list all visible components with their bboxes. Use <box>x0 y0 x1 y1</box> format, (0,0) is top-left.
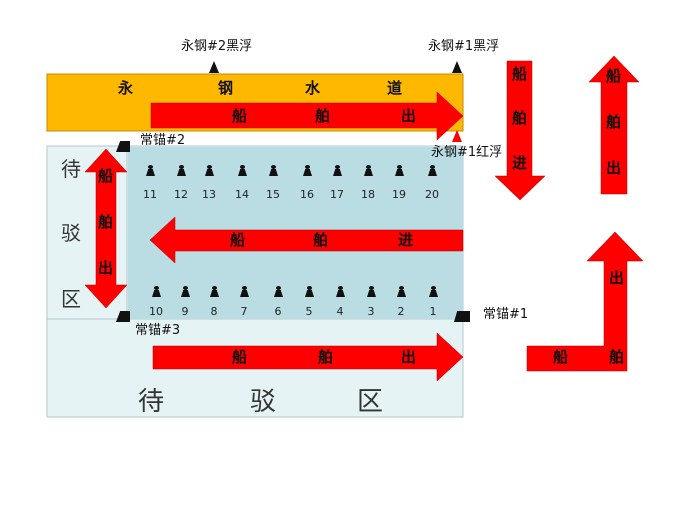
bend-char-2: 舶 <box>609 348 625 366</box>
anchor-2-marker <box>116 141 130 152</box>
top-berth-number: 11 <box>143 188 157 201</box>
mid-in-char-2: 舶 <box>313 231 329 249</box>
bottom-out-char-2: 舶 <box>318 348 334 366</box>
anchor-3-marker <box>116 311 130 322</box>
bollard-icon <box>210 286 219 297</box>
bollard-icon <box>146 165 155 176</box>
arrow-right-down-in <box>494 60 546 201</box>
top-berth-number: 19 <box>392 188 406 201</box>
bollard-icon <box>336 286 345 297</box>
bollard-icon <box>240 286 249 297</box>
bottom-berth-number: 9 <box>181 305 189 318</box>
waiting-zone-char-2: 驳 <box>250 387 277 417</box>
waiting-zone-char-1: 待 <box>138 387 165 417</box>
top-berth-number: 13 <box>202 188 216 201</box>
left-vert-char-1: 船 <box>98 167 114 185</box>
buoy-black1-marker <box>452 61 462 73</box>
bollard-icon <box>177 165 186 176</box>
bollard-icon <box>364 165 373 176</box>
arrow-right-up-out <box>588 55 640 195</box>
bottom-berth-number: 8 <box>210 305 218 318</box>
top-berth-number: 20 <box>425 188 439 201</box>
bottom-berth-number: 10 <box>149 305 163 318</box>
left-vert-char-2: 舶 <box>98 213 114 231</box>
bend-char-1: 船 <box>553 348 569 366</box>
top-berth-number: 17 <box>330 188 344 201</box>
top-berth-number: 18 <box>361 188 375 201</box>
bottom-berth-number: 1 <box>429 305 437 318</box>
right-up-char-1: 船 <box>606 67 622 85</box>
bollard-icon <box>367 286 376 297</box>
bollard-icon <box>181 286 190 297</box>
right-down-char-3: 进 <box>512 154 528 172</box>
arrow-bend-out <box>526 231 644 372</box>
waterway-char-2: 钢 <box>218 79 234 97</box>
top-berth-number: 14 <box>235 188 249 201</box>
bollard-icon <box>428 165 437 176</box>
bollard-icon <box>397 286 406 297</box>
right-down-char-1: 船 <box>512 65 528 83</box>
anchor-3-label: 常锚#3 <box>135 323 181 338</box>
bollard-icon <box>205 165 214 176</box>
top-berth-number: 16 <box>300 188 314 201</box>
right-down-char-2: 舶 <box>512 109 528 127</box>
left-zone-char-3: 区 <box>61 287 81 311</box>
arrow-mid-in <box>149 216 464 264</box>
bollard-icon <box>274 286 283 297</box>
bottom-berth-number: 5 <box>305 305 313 318</box>
mid-in-char-3: 进 <box>398 231 414 249</box>
top-out-char-1: 船 <box>232 107 248 125</box>
arrow-left-vertical <box>84 148 128 309</box>
bend-char-3: 出 <box>609 269 625 287</box>
left-zone-char-1: 待 <box>61 157 81 181</box>
bollard-icon <box>152 286 161 297</box>
buoy-black1-label: 永钢#1黑浮 <box>428 39 500 54</box>
buoy-red1-label: 永钢#1红浮 <box>431 145 503 160</box>
buoy-red1-marker <box>452 130 462 142</box>
bottom-berth-number: 3 <box>367 305 375 318</box>
buoy-black2-label: 永钢#2黑浮 <box>181 39 253 54</box>
bottom-berth-number: 2 <box>397 305 405 318</box>
bollard-icon <box>429 286 438 297</box>
waterway-char-1: 永 <box>118 79 134 97</box>
top-out-char-2: 舶 <box>315 107 331 125</box>
anchor-1-label: 常锚#1 <box>483 307 529 322</box>
left-vert-char-3: 出 <box>98 259 114 277</box>
anchor-1-marker <box>454 311 470 322</box>
buoy-black2-marker <box>209 61 219 73</box>
arrow-bottom-out <box>152 332 464 382</box>
top-out-char-3: 出 <box>401 107 417 125</box>
bottom-out-char-3: 出 <box>401 348 417 366</box>
anchor-2-label: 常锚#2 <box>140 133 186 148</box>
bollard-icon <box>333 165 342 176</box>
right-up-char-3: 出 <box>606 159 622 177</box>
bollard-icon <box>238 165 247 176</box>
bottom-berth-number: 6 <box>274 305 282 318</box>
bollard-icon <box>305 286 314 297</box>
waterway-char-3: 水 <box>305 79 321 97</box>
waiting-zone-char-3: 区 <box>357 387 384 417</box>
bollard-icon <box>269 165 278 176</box>
bottom-berth-number: 4 <box>336 305 344 318</box>
mid-in-char-1: 船 <box>230 231 246 249</box>
top-berth-number: 12 <box>174 188 188 201</box>
top-berth-number: 15 <box>266 188 280 201</box>
waterway-char-4: 道 <box>387 79 403 97</box>
bottom-berth-number: 7 <box>240 305 248 318</box>
bollard-icon <box>395 165 404 176</box>
bollard-icon <box>303 165 312 176</box>
arrow-top-out <box>150 91 464 141</box>
bottom-out-char-1: 船 <box>232 348 248 366</box>
left-zone-char-2: 驳 <box>61 221 81 245</box>
right-up-char-2: 舶 <box>606 113 622 131</box>
